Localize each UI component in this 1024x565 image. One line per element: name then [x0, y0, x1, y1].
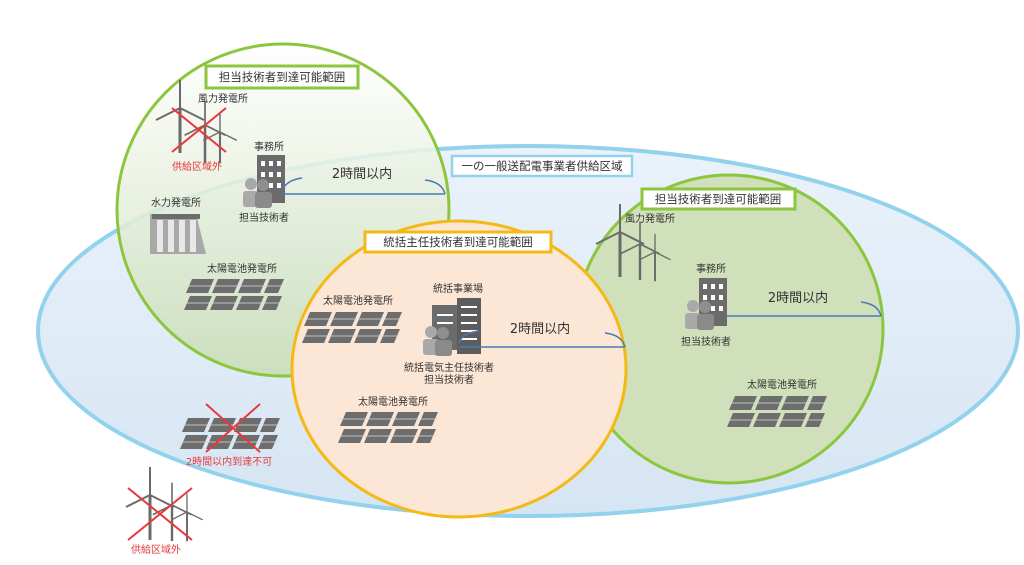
- hydro-dam-icon: [150, 214, 206, 254]
- right-engineer-label: 担当技術者: [681, 335, 731, 348]
- unreachable-label: 2時間以内到達不可: [186, 455, 272, 468]
- right-time-label: 2時間以内: [768, 290, 828, 306]
- chief-radius-line: [458, 330, 626, 348]
- right-wind-label: 風力発電所: [625, 212, 675, 225]
- left-radius-line: [281, 177, 446, 195]
- left-engineer-label: 担当技術者: [239, 211, 289, 224]
- outside-wind-status: 供給区域外: [131, 543, 181, 556]
- right-radius-line: [726, 301, 882, 317]
- hydro-label: 水力発電所: [151, 196, 201, 209]
- right-range-label: 担当技術者到達可能範囲: [655, 192, 782, 206]
- left-wind-status: 供給区域外: [172, 160, 222, 173]
- chief-time-label: 2時間以内: [510, 321, 570, 337]
- left-office-label: 事務所: [254, 140, 284, 153]
- chief-solar-label-1: 太陽電池発電所: [323, 294, 393, 307]
- chief-range-label: 統括主任技術者到達可能範囲: [383, 235, 533, 249]
- service-area-label: 一の一般送配電事業者供給区域: [462, 159, 623, 173]
- chief-engineer-line2: 担当技術者: [424, 373, 474, 386]
- right-office-label: 事務所: [696, 262, 726, 275]
- chief-engineer-line1: 統括電気主任技術者: [404, 361, 494, 374]
- left-range-label: 担当技術者到達可能範囲: [219, 70, 346, 84]
- left-wind-label: 風力発電所: [198, 92, 248, 105]
- chief-site-label: 統括事業場: [433, 282, 483, 295]
- chief-solar-label-2: 太陽電池発電所: [358, 395, 428, 408]
- cross-icon: [171, 107, 227, 153]
- wind-turbine-icon: [124, 465, 204, 543]
- cross-icon: [127, 487, 193, 541]
- right-solar-label: 太陽電池発電所: [747, 378, 817, 391]
- cross-icon: [205, 403, 261, 453]
- left-time-label: 2時間以内: [332, 166, 392, 182]
- left-solar-label: 太陽電池発電所: [207, 262, 277, 275]
